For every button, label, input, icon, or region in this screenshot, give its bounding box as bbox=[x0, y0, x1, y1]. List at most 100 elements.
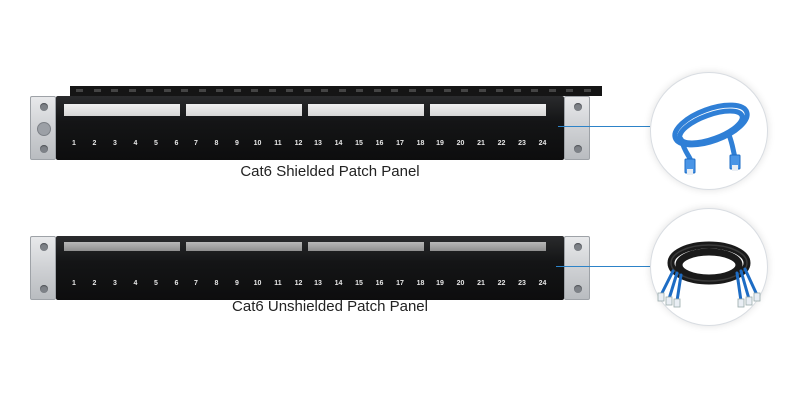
rj45-port bbox=[392, 260, 408, 276]
top-bar-notch bbox=[496, 89, 503, 92]
port-number: 9 bbox=[235, 280, 239, 287]
rj45-port bbox=[291, 260, 307, 276]
rj45-port bbox=[107, 260, 123, 276]
rj45-port bbox=[372, 260, 388, 276]
port-number: 2 bbox=[92, 140, 97, 147]
rj45-port bbox=[310, 260, 326, 276]
rj45-port bbox=[209, 260, 225, 276]
panel-top-bar bbox=[70, 86, 602, 96]
port-number: 12 bbox=[294, 140, 303, 147]
rack-ear-left bbox=[30, 96, 56, 160]
label-strip bbox=[186, 242, 302, 251]
port-number: 6 bbox=[174, 140, 179, 147]
mount-hole bbox=[40, 103, 48, 111]
brand-logo-icon bbox=[37, 122, 51, 136]
top-bar-notch bbox=[303, 89, 311, 92]
rj45-port bbox=[291, 120, 307, 136]
rack-ear-left bbox=[30, 236, 56, 300]
port-number: 14 bbox=[334, 280, 343, 287]
top-bar-notch bbox=[216, 89, 223, 92]
port-number: 8 bbox=[214, 280, 219, 287]
blue-patch-cable-icon bbox=[672, 102, 750, 175]
port-number: 14 bbox=[334, 140, 343, 147]
top-bar-notch bbox=[391, 89, 398, 92]
label-strip bbox=[186, 104, 302, 116]
port-number: 5 bbox=[154, 280, 158, 287]
port-number: 3 bbox=[113, 140, 117, 147]
top-bar-notch bbox=[338, 89, 346, 92]
port-number: 20 bbox=[456, 280, 465, 287]
rj45-port bbox=[229, 260, 245, 276]
mount-hole bbox=[40, 243, 48, 251]
port-number: 21 bbox=[477, 280, 485, 287]
cable-image-circle bbox=[650, 72, 768, 190]
top-bar-notch bbox=[321, 89, 328, 92]
port-number: 3 bbox=[113, 280, 117, 287]
rj45-port bbox=[148, 120, 164, 136]
rj45-port bbox=[107, 120, 123, 136]
rj45-port bbox=[392, 120, 408, 136]
top-bar-notch bbox=[76, 89, 83, 92]
port-number: 23 bbox=[518, 140, 526, 147]
port-number: 10 bbox=[253, 280, 262, 287]
top-bar-notch bbox=[443, 89, 451, 92]
top-bar-notch bbox=[233, 89, 241, 92]
port-number: 9 bbox=[235, 140, 239, 147]
port-number: 10 bbox=[253, 140, 262, 147]
port-number: 8 bbox=[214, 140, 219, 147]
port-number: 7 bbox=[194, 140, 198, 147]
port-number: 19 bbox=[436, 140, 444, 147]
rj45-port bbox=[351, 260, 367, 276]
port-number: 19 bbox=[436, 280, 444, 287]
port-number: 15 bbox=[355, 280, 363, 287]
rj45-port bbox=[188, 120, 204, 136]
port-number: 15 bbox=[355, 140, 363, 147]
rj45-port bbox=[128, 260, 144, 276]
rj45-port bbox=[209, 120, 225, 136]
rj45-port bbox=[270, 120, 286, 136]
rack-ear-right bbox=[564, 96, 590, 160]
label-strip bbox=[64, 104, 180, 116]
port-number: 13 bbox=[314, 140, 322, 147]
port-number: 2 bbox=[92, 280, 97, 287]
top-bar-notch bbox=[566, 89, 573, 92]
port-number: 21 bbox=[477, 140, 485, 147]
top-bar-notch bbox=[583, 89, 591, 92]
rj45-port bbox=[331, 120, 347, 136]
mount-hole bbox=[574, 243, 582, 251]
rj45-port bbox=[351, 120, 367, 136]
rj45-port bbox=[128, 120, 144, 136]
mount-hole bbox=[40, 285, 48, 293]
port-number: 11 bbox=[274, 140, 282, 147]
connector-line bbox=[556, 266, 650, 267]
rj45-port bbox=[514, 260, 530, 276]
label-strip bbox=[430, 104, 546, 116]
rj45-port bbox=[169, 260, 185, 276]
rj45-port bbox=[514, 120, 530, 136]
label-strip bbox=[308, 104, 424, 116]
port-number: 1 bbox=[72, 280, 76, 287]
port-number: 1 bbox=[72, 140, 76, 147]
top-bar-notch bbox=[268, 89, 276, 92]
rj45-port bbox=[453, 260, 469, 276]
top-bar-notch bbox=[408, 89, 416, 92]
rack-ear-right bbox=[564, 236, 590, 300]
rj45-port bbox=[535, 120, 551, 136]
mount-hole bbox=[574, 103, 582, 111]
top-bar-notch bbox=[373, 89, 381, 92]
port-number: 22 bbox=[497, 280, 506, 287]
rj45-port bbox=[188, 260, 204, 276]
rj45-port bbox=[331, 260, 347, 276]
rj45-port bbox=[413, 260, 429, 276]
top-bar-notch bbox=[128, 89, 136, 92]
top-bar-notch bbox=[426, 89, 433, 92]
port-number: 13 bbox=[314, 280, 322, 287]
connector-line bbox=[558, 126, 650, 127]
port-number: 4 bbox=[133, 280, 138, 287]
top-bar-notch bbox=[548, 89, 556, 92]
rj45-port bbox=[66, 120, 82, 136]
label-strip bbox=[430, 242, 546, 251]
